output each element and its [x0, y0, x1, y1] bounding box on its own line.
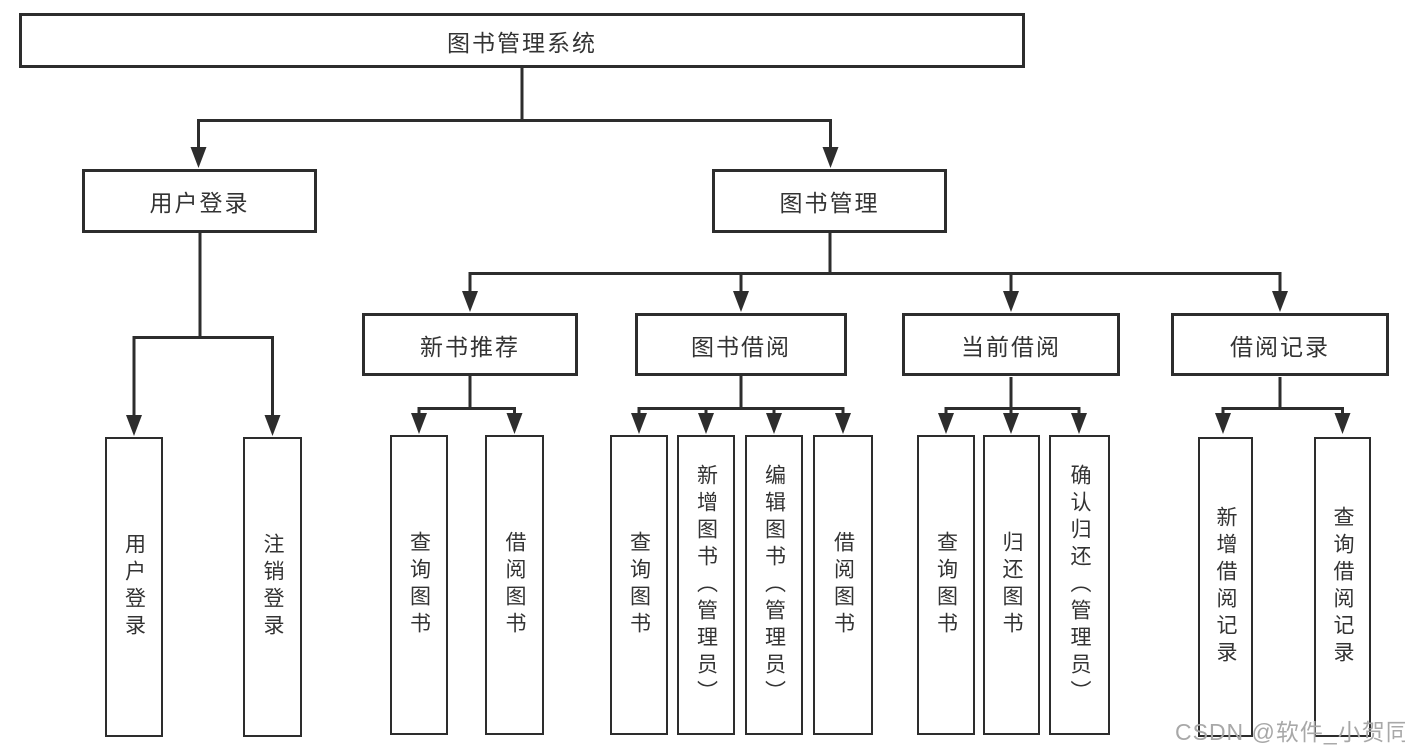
leaf-logout: 注销登录 [243, 437, 302, 737]
leaf-query-books-borrow: 查询图书 [610, 435, 668, 735]
watermark: CSDN @软件_小贺同学 [1175, 719, 1405, 745]
node-user-login: 用户登录 [82, 169, 317, 233]
leaf-edit-books-admin: 编辑图书（管理员） [745, 435, 803, 735]
leaf-borrow-books: 借阅图书 [813, 435, 873, 735]
node-system-label: 图书管理系统 [447, 29, 597, 56]
leaf-add-borrow-record: 新增借阅记录 [1198, 437, 1253, 737]
leaf-query-borrow-record-label: 查询借阅记录 [1331, 506, 1354, 668]
node-current-borrow: 当前借阅 [902, 313, 1120, 376]
node-system: 图书管理系统 [19, 13, 1025, 68]
leaf-query-books-current-label: 查询图书 [934, 531, 958, 639]
node-book-management: 图书管理 [712, 169, 947, 233]
leaf-borrow-books-label: 借阅图书 [831, 531, 855, 639]
leaf-borrow-books-recommend: 借阅图书 [485, 435, 544, 735]
node-borrow-records: 借阅记录 [1171, 313, 1389, 376]
node-book-management-label: 图书管理 [779, 190, 880, 216]
leaf-query-books-recommend: 查询图书 [390, 435, 448, 735]
arrowheads [126, 147, 1351, 436]
leaf-return-books-label: 归还图书 [1000, 531, 1023, 639]
leaf-borrow-books-recommend-label: 借阅图书 [503, 531, 526, 639]
node-borrow-records-label: 借阅记录 [1230, 333, 1330, 360]
node-current-borrow-label: 当前借阅 [961, 333, 1061, 360]
leaf-edit-books-admin-label: 编辑图书（管理员） [762, 463, 786, 707]
leaf-confirm-return-admin-label: 确认归还（管理员） [1068, 463, 1091, 707]
node-book-borrow: 图书借阅 [635, 313, 847, 376]
leaf-return-books: 归还图书 [983, 435, 1040, 735]
leaf-add-books-admin-label: 新增图书（管理员） [694, 463, 718, 707]
leaf-query-books-current: 查询图书 [917, 435, 975, 735]
node-new-book-recommend: 新书推荐 [362, 313, 578, 376]
leaf-add-borrow-record-label: 新增借阅记录 [1214, 506, 1237, 668]
leaf-query-borrow-record: 查询借阅记录 [1314, 437, 1371, 737]
leaf-add-books-admin: 新增图书（管理员） [677, 435, 735, 735]
leaf-confirm-return-admin: 确认归还（管理员） [1049, 435, 1110, 735]
leaf-user-login: 用户登录 [105, 437, 163, 737]
node-book-borrow-label: 图书借阅 [691, 333, 791, 360]
leaf-user-login-label: 用户登录 [122, 533, 146, 641]
leaf-query-books-recommend-label: 查询图书 [407, 531, 431, 639]
node-user-login-label: 用户登录 [149, 190, 250, 216]
node-new-book-recommend-label: 新书推荐 [420, 333, 520, 360]
leaf-logout-label: 注销登录 [261, 533, 284, 641]
leaf-query-books-borrow-label: 查询图书 [627, 531, 651, 639]
